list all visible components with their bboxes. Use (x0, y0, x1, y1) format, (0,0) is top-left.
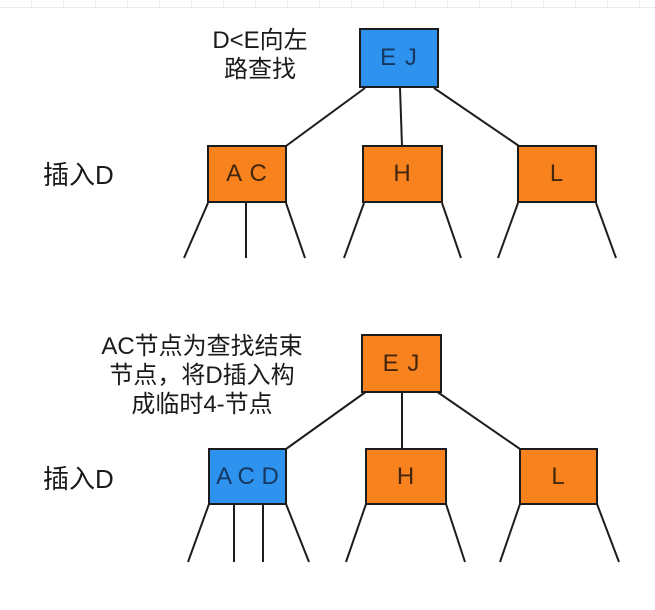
leg-step2-l-1 (499, 503, 521, 563)
step2-root-node-ej: E J (361, 334, 442, 393)
step1-insert-label: 插入D (43, 160, 114, 190)
leg-step1-h-2 (441, 202, 462, 259)
step1-child-l-label: L (549, 160, 565, 187)
step1-child-h-label: H (393, 160, 412, 187)
leg-step1-ac-3 (285, 202, 306, 259)
leg-step1-l-1 (497, 202, 519, 259)
step2-child-node-acd: A C D (208, 448, 287, 505)
step2-root-label: E J (382, 349, 421, 377)
spreadsheet-grid-edge (0, 0, 655, 8)
step1-child-node-l: L (517, 145, 597, 203)
step1-root-label: E J (380, 44, 418, 71)
leg-step1-l-2 (595, 202, 617, 259)
edge-step2-root-left (285, 390, 368, 450)
step2-insert-label: 插入D (43, 464, 114, 494)
step2-child-node-l: L (519, 448, 598, 505)
edge-step1-root-left (285, 87, 366, 147)
step1-child-node-ac: A C (207, 145, 287, 203)
step2-child-l-label: L (551, 462, 566, 490)
step2-annotation-line3: 成临时4-节点 (131, 391, 273, 418)
leg-step1-ac-1 (183, 202, 209, 259)
leg-step2-h-1 (345, 503, 367, 563)
leg-step2-acd-4 (285, 503, 310, 563)
step1-root-node-ej: E J (359, 28, 439, 88)
step1-child-ac-label: A C (226, 160, 268, 187)
step1-child-node-h: H (362, 145, 443, 203)
leg-step2-acd-1 (187, 503, 210, 563)
step2-annotation: AC节点为查找结束 节点，将D插入构 成临时4-节点 (78, 332, 326, 419)
step1-annotation-line1: D<E向左 (212, 27, 308, 54)
leg-step1-h-1 (343, 202, 365, 259)
step2-child-h-label: H (396, 462, 416, 490)
step2-child-node-h: H (365, 448, 447, 505)
step1-annotation: D<E向左 路查找 (170, 26, 350, 84)
leg-step2-h-2 (445, 503, 466, 563)
leg-step2-l-2 (596, 503, 620, 563)
step2-child-acd-label: A C D (216, 462, 279, 490)
edge-step1-root-middle (399, 87, 403, 147)
step2-annotation-line1: AC节点为查找结束 (101, 333, 303, 360)
step2-annotation-line2: 节点，将D插入构 (109, 362, 295, 389)
step1-annotation-line2: 路查找 (224, 56, 296, 83)
edge-step2-root-right (435, 390, 521, 450)
edge-step1-root-right (433, 87, 520, 147)
